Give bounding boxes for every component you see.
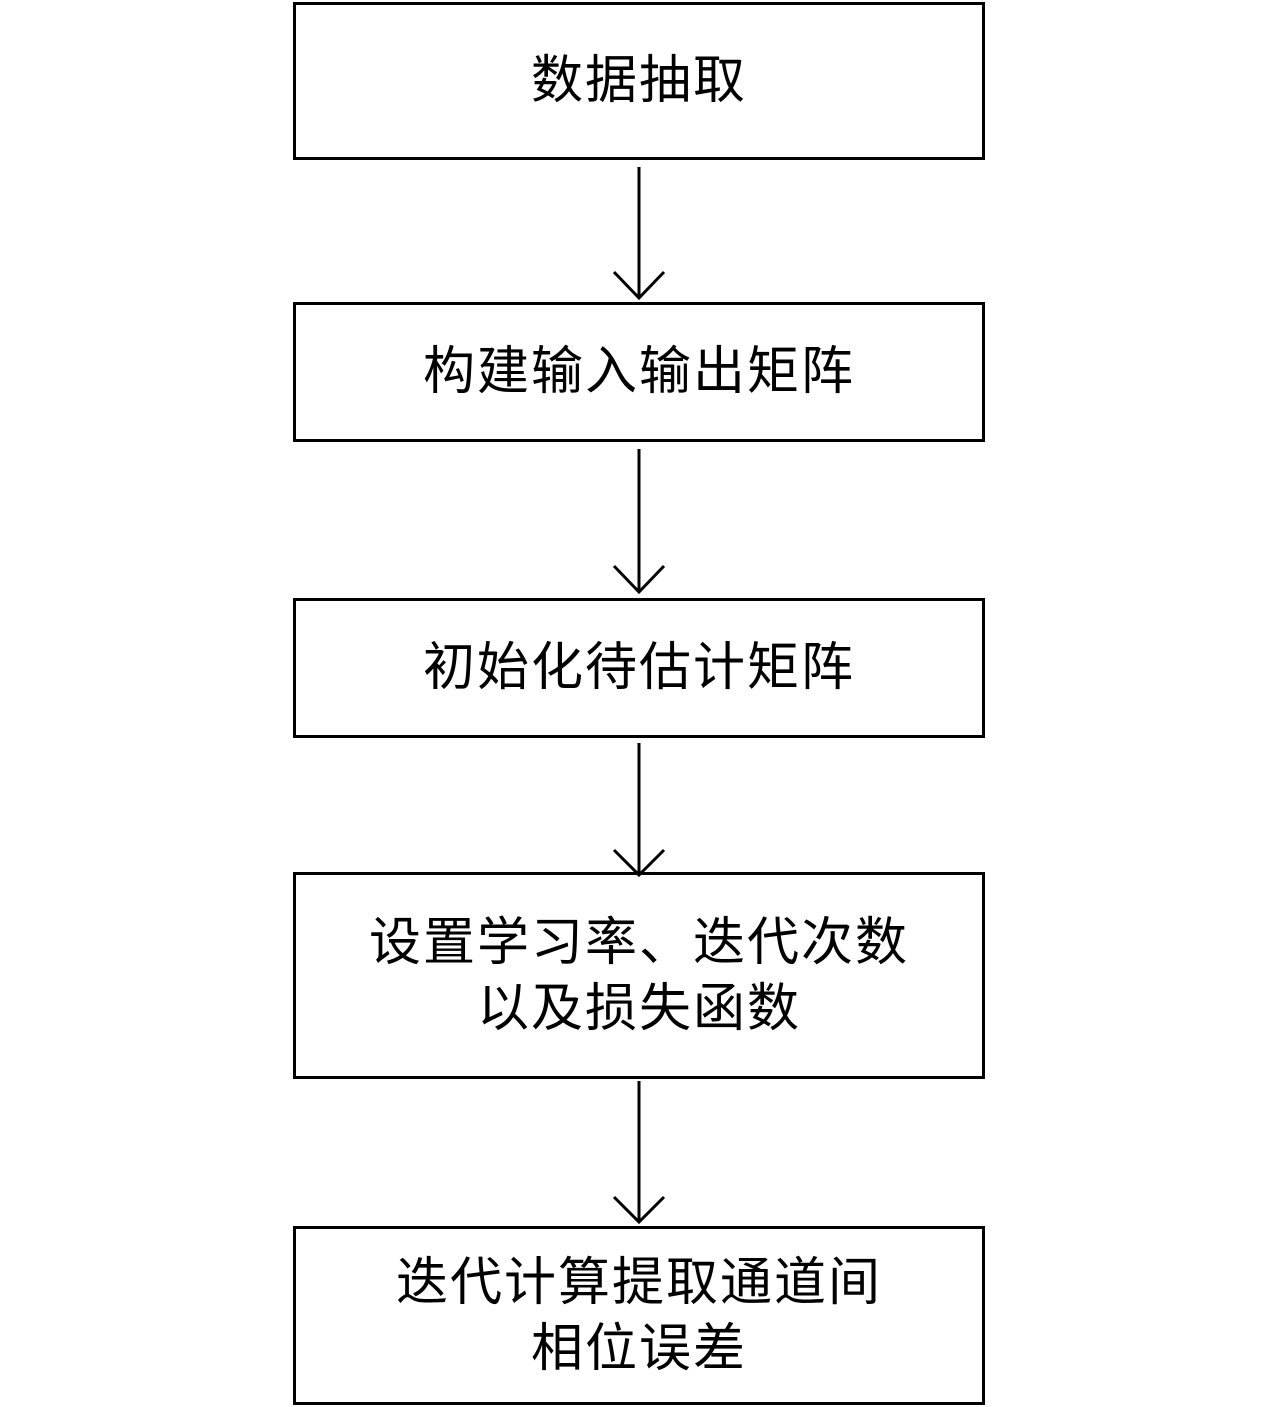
arrow-n1-n2 [612, 167, 666, 301]
flow-node-set-parameters: 设置学习率、迭代次数 以及损失函数 [293, 872, 985, 1079]
arrow-n3-n4 [612, 743, 666, 878]
flow-node-iterative-phase-error: 迭代计算提取通道间 相位误差 [293, 1226, 985, 1405]
flow-node-build-io-matrix: 构建输入输出矩阵 [293, 302, 985, 442]
node-label-line: 数据抽取 [530, 51, 747, 111]
node-label-line: 设置学习率、迭代次数 [368, 912, 909, 973]
flow-node-data-extraction: 数据抽取 [293, 2, 985, 160]
node-label-line: 构建输入输出矩阵 [422, 342, 855, 402]
node-label-line: 相位误差 [530, 1318, 747, 1379]
node-label-line: 以及损失函数 [476, 978, 801, 1039]
node-label-line: 初始化待估计矩阵 [422, 638, 855, 698]
arrow-n4-n5 [612, 1081, 666, 1225]
node-label-line: 迭代计算提取通道间 [395, 1252, 882, 1313]
arrow-n2-n3 [612, 449, 666, 595]
flow-node-init-estimate-matrix: 初始化待估计矩阵 [293, 598, 985, 738]
